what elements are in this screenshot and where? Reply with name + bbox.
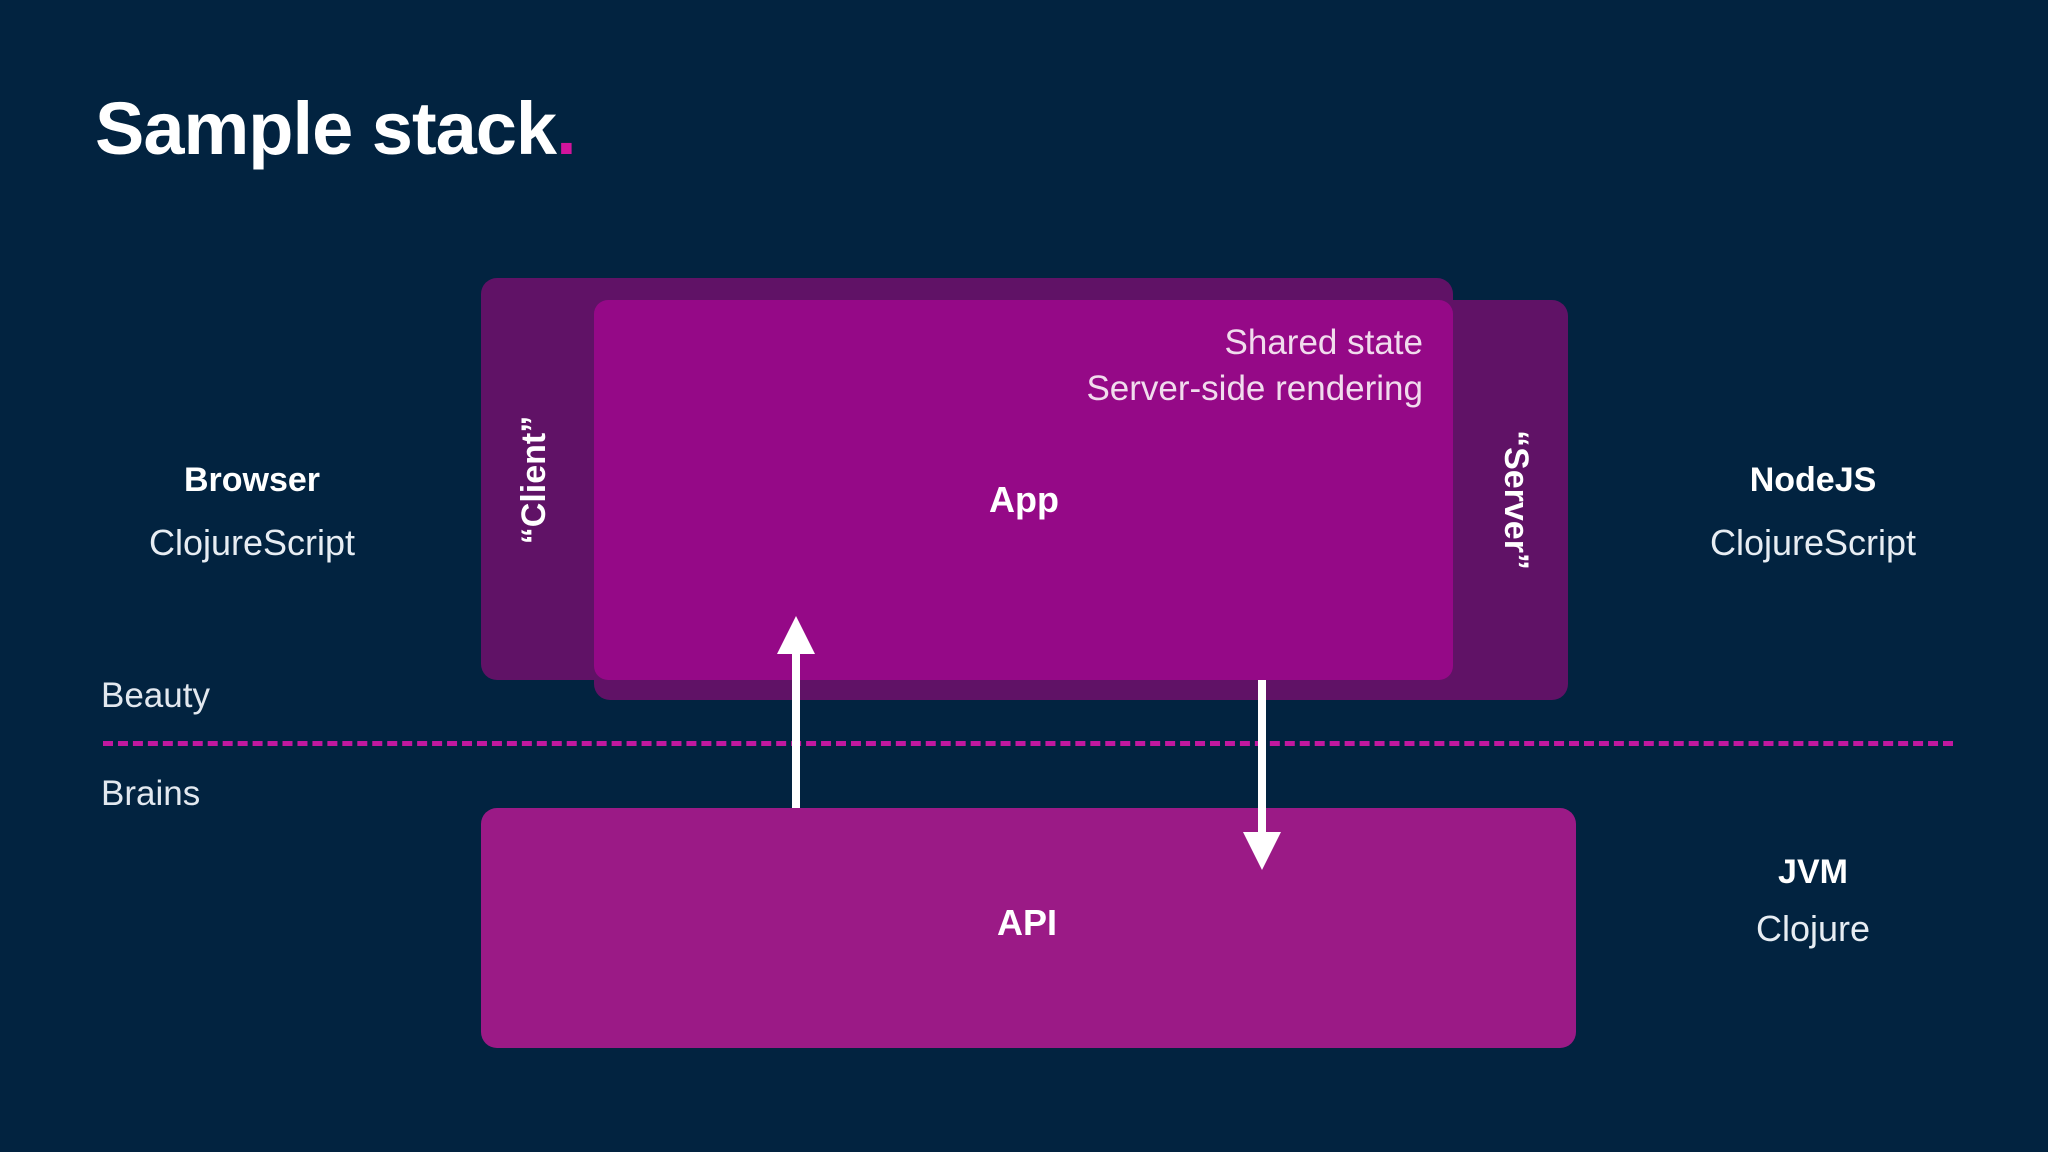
api-box — [481, 808, 1576, 1048]
page-title: Sample stack. — [95, 92, 577, 166]
server-label: “Server” — [1497, 430, 1535, 570]
app-box — [594, 300, 1453, 680]
jvm-column: JVM Clojure — [1756, 855, 1870, 947]
title-text: Sample stack — [95, 87, 557, 170]
app-note-ssr: Server-side rendering — [1086, 369, 1423, 408]
arrow-down-head — [1243, 832, 1281, 870]
client-label: “Client” — [515, 415, 553, 545]
layer-label-beauty: Beauty — [101, 676, 210, 715]
nodejs-language: ClojureScript — [1709, 522, 1917, 563]
browser-column: Browser ClojureScript — [149, 463, 355, 561]
app-notes: Shared state Server-side rendering — [1086, 320, 1423, 412]
browser-heading: Browser — [183, 461, 321, 499]
title-accent-dot: . — [556, 87, 577, 170]
layer-divider — [103, 741, 1953, 746]
api-label: API — [996, 902, 1058, 943]
nodejs-column: NodeJS ClojureScript — [1710, 463, 1916, 561]
app-note-shared-state: Shared state — [1224, 323, 1423, 362]
app-label: App — [989, 479, 1059, 520]
jvm-heading: JVM — [1778, 853, 1848, 891]
arrow-up-head — [777, 616, 815, 654]
arrow-api-to-app — [792, 652, 800, 808]
jvm-language: Clojure — [1755, 908, 1871, 949]
arrow-app-to-api — [1258, 680, 1266, 838]
browser-language: ClojureScript — [148, 522, 356, 563]
layer-label-brains: Brains — [101, 774, 201, 813]
nodejs-heading: NodeJS — [1749, 461, 1877, 499]
